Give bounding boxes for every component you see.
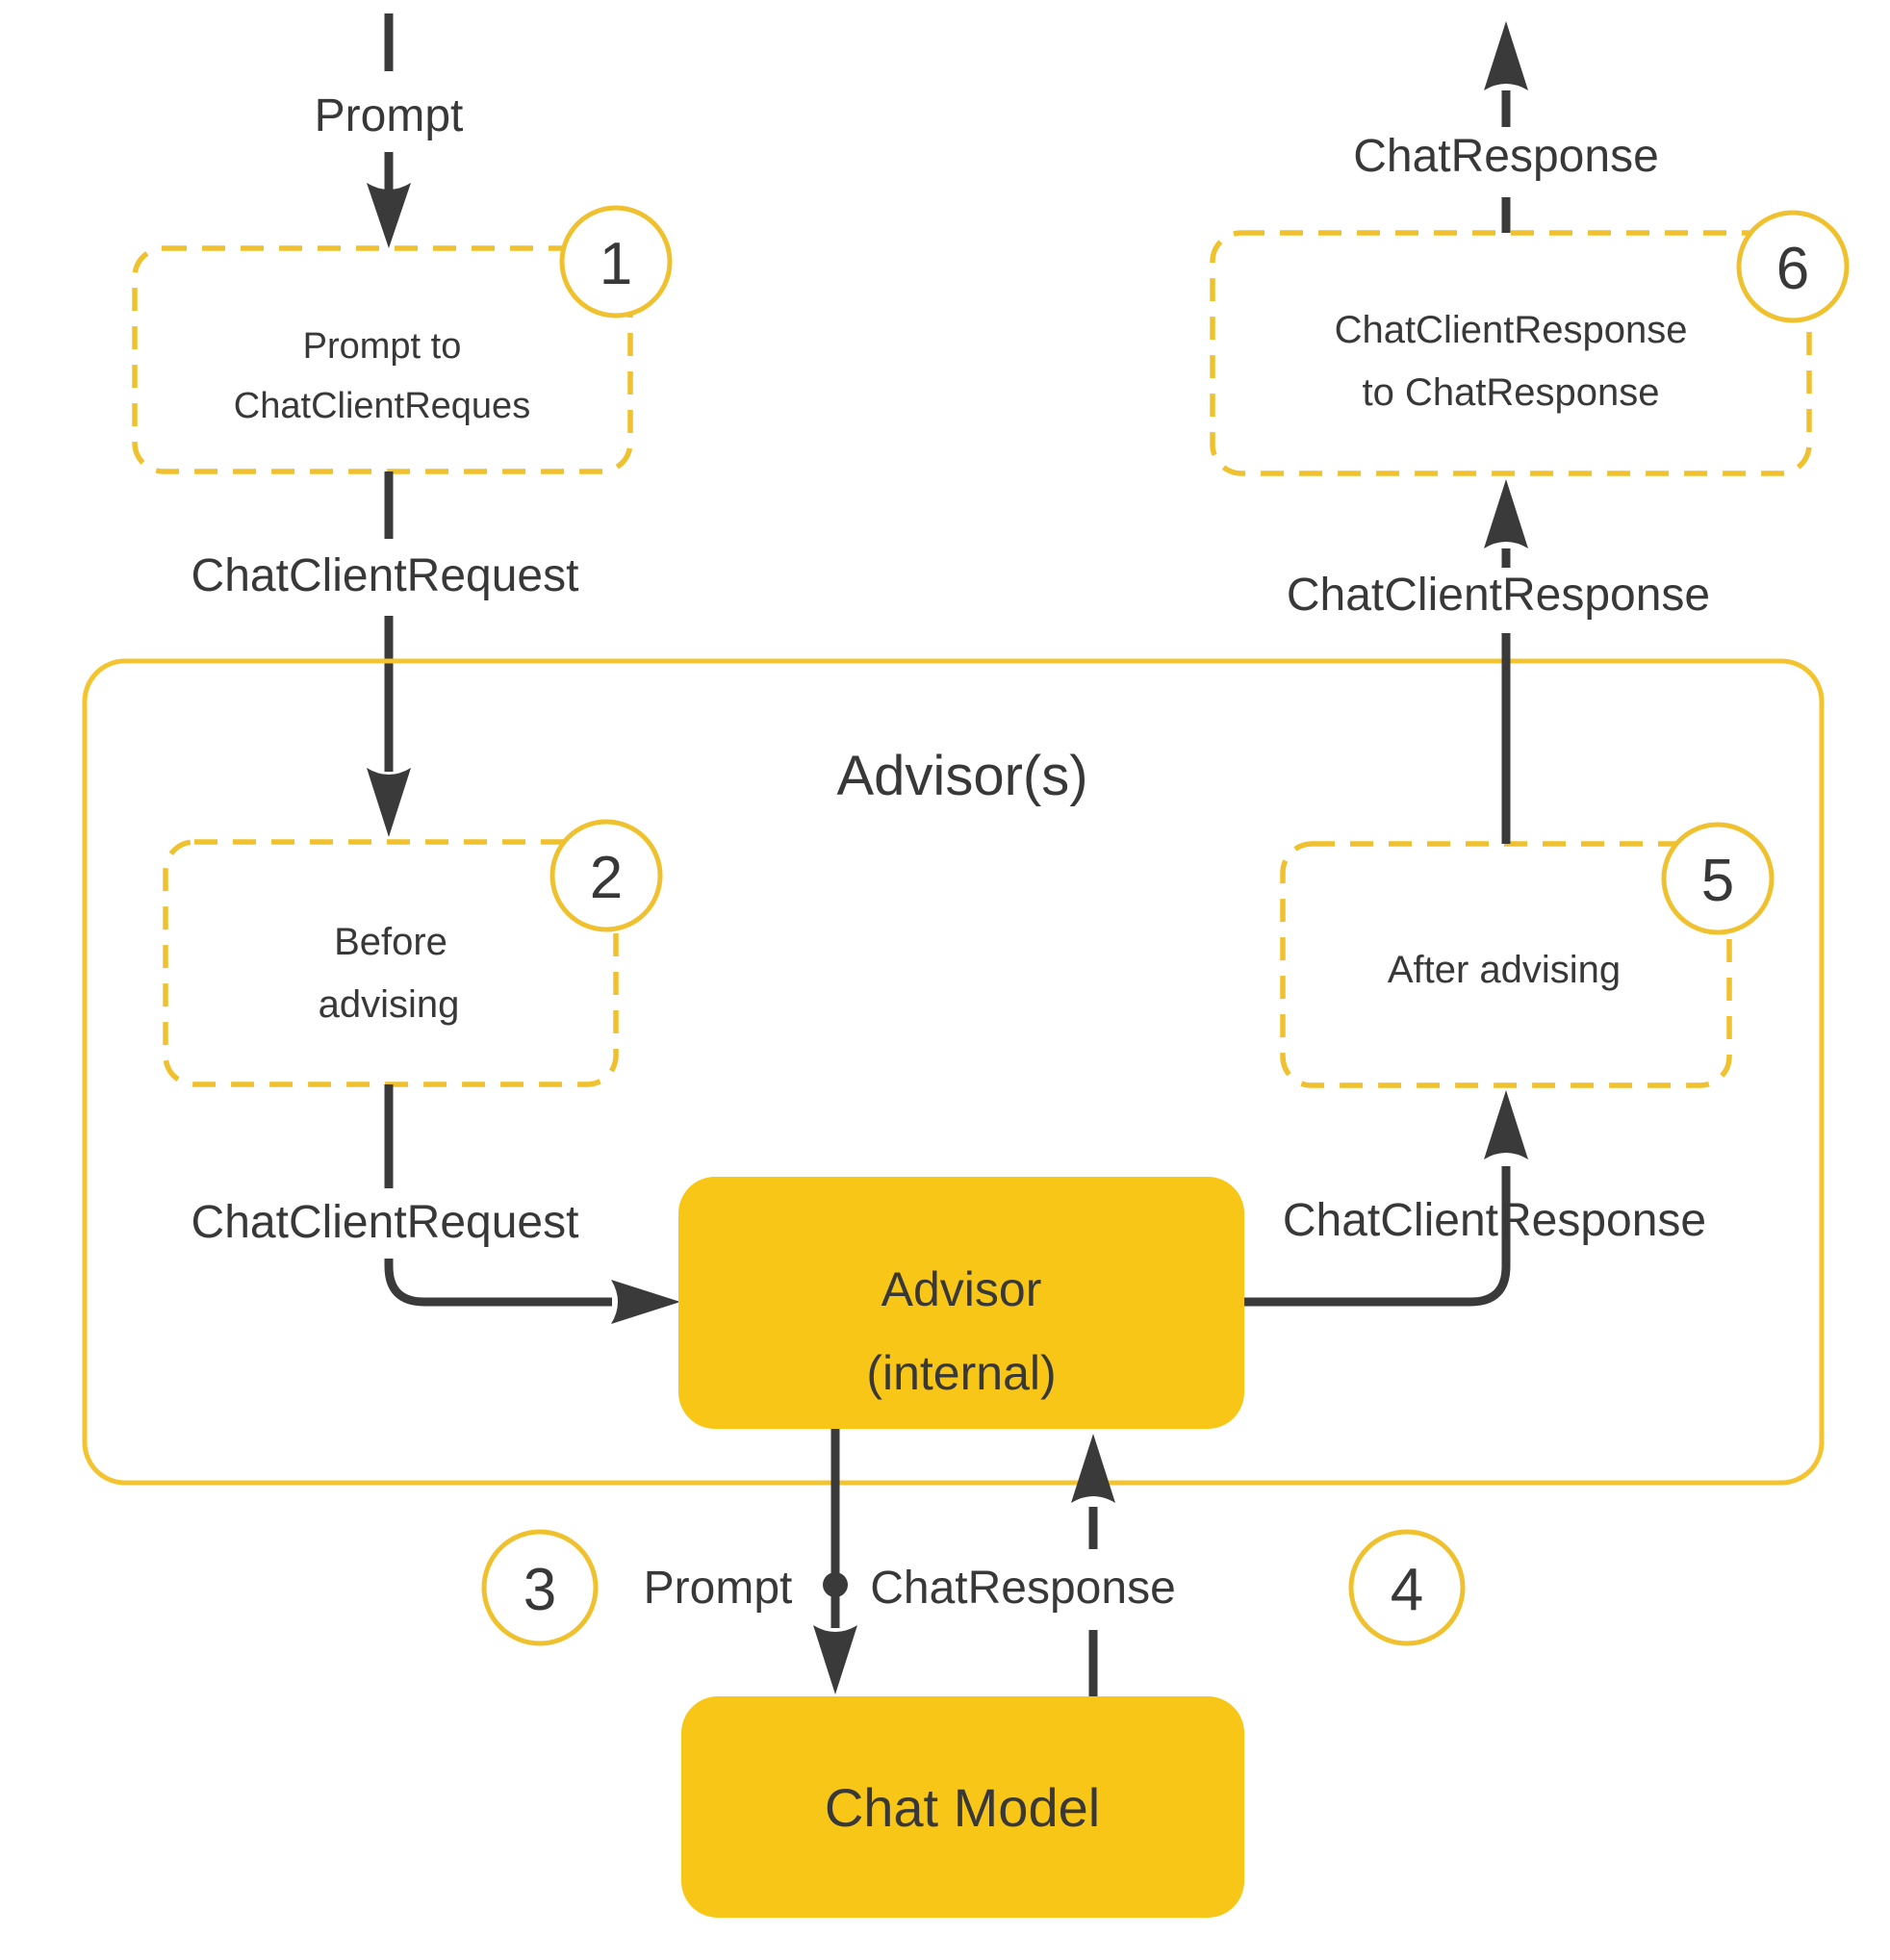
chatresponse-out-label: ChatResponse: [1353, 131, 1659, 182]
arrowhead-up-chatresponse-out: [1484, 21, 1528, 90]
ccr2-label: ChatClientRequest: [192, 1197, 579, 1248]
step5-label: After advising: [1388, 949, 1621, 991]
ccr1-label: ChatClientRequest: [192, 550, 579, 601]
step1-line1: Prompt to: [303, 326, 462, 367]
step6-box: [1210, 230, 1812, 476]
step6-line2: to ChatResponse: [1362, 371, 1659, 414]
ccresp-outer-label: ChatClientResponse: [1287, 570, 1710, 621]
chatresponse-bottom-label: ChatResponse: [870, 1563, 1176, 1614]
arrowhead-up-into-step5: [1484, 1090, 1528, 1159]
arrowhead-up-into-advisor: [1071, 1434, 1115, 1503]
step5-badge-circle: [1661, 822, 1775, 935]
step6-badge-circle: [1736, 210, 1850, 323]
step4-badge-number: 4: [1391, 1557, 1423, 1623]
advisor-internal-line1: Advisor: [881, 1262, 1042, 1316]
advisor-internal-box: [678, 1177, 1244, 1429]
step2-badge-number: 2: [590, 845, 623, 911]
step1-line2: ChatClientReques: [234, 386, 530, 426]
step1-badge-number: 1: [600, 231, 632, 297]
arrowhead-down-into-step1: [367, 183, 411, 248]
step5-badge-number: 5: [1701, 848, 1734, 914]
step6-line1: ChatClientResponse: [1335, 309, 1688, 351]
step3-badge-number: 3: [524, 1557, 556, 1623]
arrowhead-down-into-chatmodel: [813, 1625, 857, 1694]
step1-badge-circle: [559, 205, 673, 318]
chat-model-box: [681, 1696, 1244, 1918]
prompt-line-dot: [823, 1572, 848, 1597]
chat-model-label: Chat Model: [825, 1777, 1100, 1838]
arrowhead-up-into-step6: [1484, 479, 1528, 548]
prompt-in-label: Prompt: [315, 90, 464, 141]
advisor-internal-line2: (internal): [866, 1346, 1056, 1400]
step2-box: [163, 839, 619, 1087]
step2-line1: Before: [334, 921, 447, 963]
arrowhead-right-into-advisor: [611, 1280, 680, 1324]
ccr2-elbow: [384, 1259, 612, 1307]
step2-badge-circle: [549, 819, 663, 932]
prompt-bottom-label: Prompt: [644, 1563, 793, 1614]
ccresp-inner-label: ChatClientResponse: [1283, 1195, 1706, 1246]
step3-badge-circle: [481, 1529, 599, 1646]
advisors-title: Advisor(s): [836, 745, 1087, 807]
advisors-container: [82, 658, 1825, 1486]
ccresp-elbow: [1244, 1166, 1511, 1307]
step2-line2: advising: [319, 983, 460, 1026]
arrowhead-down-into-step2: [367, 768, 411, 837]
step4-badge-circle: [1348, 1529, 1466, 1646]
step6-badge-number: 6: [1776, 236, 1809, 302]
